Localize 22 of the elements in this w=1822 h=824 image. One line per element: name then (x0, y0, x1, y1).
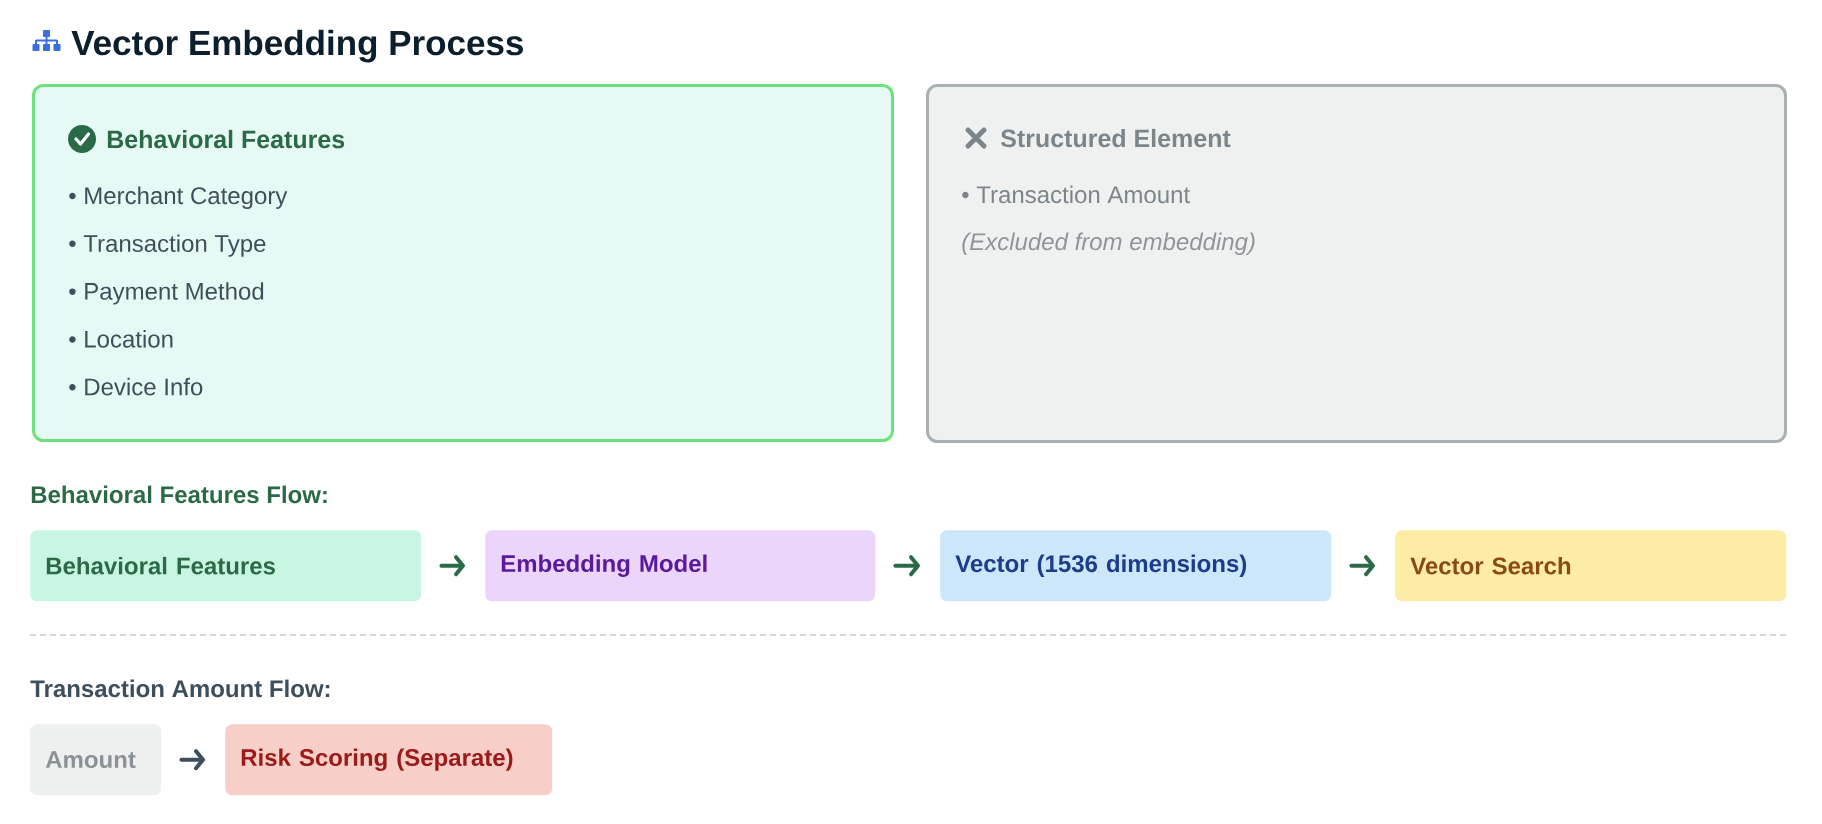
card-heading: Structured Element (1000, 128, 1231, 148)
arrow (893, 555, 920, 577)
process-box: Embedding Model (485, 530, 876, 602)
card-heading: Behavioral Features (107, 129, 345, 149)
process-box: Amount (30, 724, 162, 796)
list-item: • Location (69, 330, 173, 348)
process-box: Behavioral Features (30, 530, 422, 602)
title: Vector Embedding Process (71, 29, 523, 63)
process-box: Risk Scoring (Separate) (225, 724, 553, 796)
process-box: Vector Search (1395, 530, 1787, 602)
list-item: • Payment Method (69, 282, 264, 305)
list-item: • Device Info (69, 377, 203, 396)
note-text: (Excluded from embedding) (962, 232, 1255, 255)
arrow (179, 749, 205, 771)
arrow (439, 555, 465, 577)
process-box: Vector (1536 dimensions) (940, 530, 1332, 602)
list-item: • Transaction Type (69, 234, 266, 257)
arrow (1349, 555, 1375, 577)
list-item: • Merchant Category (69, 186, 288, 209)
section-label: Transaction Amount Flow: (30, 679, 330, 698)
list-item: • Transaction Amount (962, 185, 1190, 204)
section-label: Behavioral Features Flow: (31, 485, 327, 504)
